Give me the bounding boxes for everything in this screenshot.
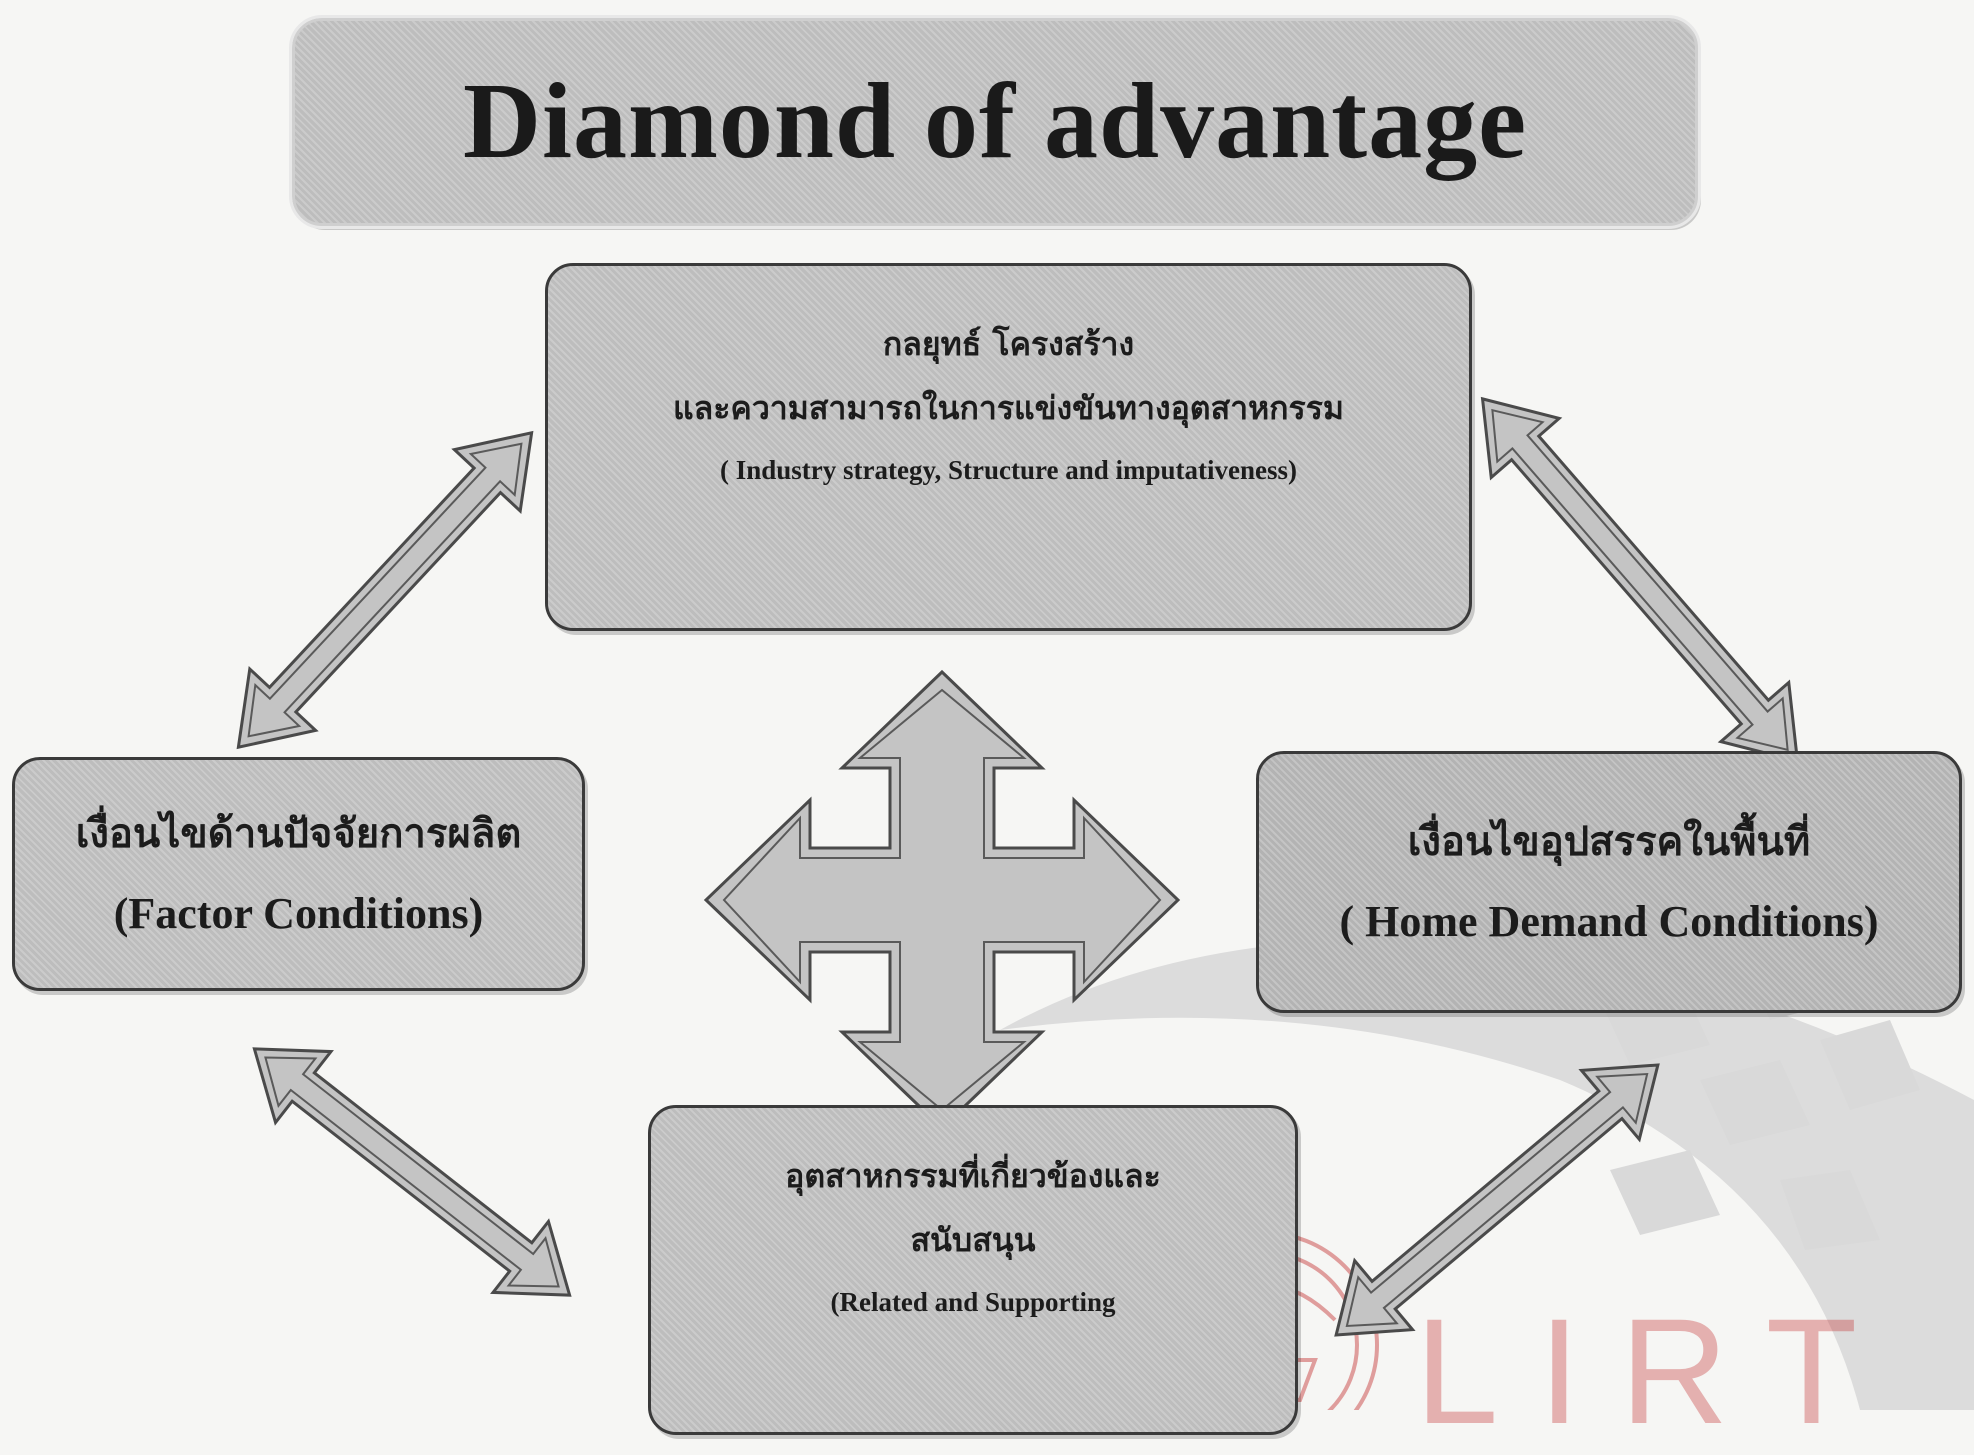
node-industry-strategy: กลยุทธ์ โครงสร้าง และความสามารถในการแข่ง… [545,263,1472,631]
arrow-top-left [236,430,534,750]
node-left-thai: เงื่อนไขด้านปัจจัยการผลิต [75,810,522,857]
arrow-top-right [1480,396,1800,764]
arrow-bottom-left [252,1047,572,1297]
node-bottom-english: (Related and Supporting [830,1287,1116,1317]
four-way-arrow-icon [703,669,1181,1131]
node-home-demand-conditions: เงื่อนไขอุปสรรคในพื้นที่ ( Home Demand C… [1256,751,1962,1013]
arrows-layer [236,396,1800,1337]
node-right-english: ( Home Demand Conditions) [1339,897,1879,946]
node-left-english: (Factor Conditions) [113,889,484,938]
node-top-thai-line2: และความสามารถในการแข่งขันทางอุตสาหกรรม [672,389,1344,427]
node-related-supporting: อุตสาหกรรมที่เกี่ยวข้องและ สนับสนุน (Rel… [648,1105,1298,1435]
node-factor-conditions: เงื่อนไขด้านปัจจัยการผลิต (Factor Condit… [12,757,585,991]
diagram-title: Diamond of advantage [289,15,1701,229]
node-right-thai: เงื่อนไขอุปสรรคในพื้นที่ [1407,818,1811,865]
node-top-thai-line1: กลยุทธ์ โครงสร้าง [882,325,1135,363]
node-bottom-thai-line1: อุตสาหกรรมที่เกี่ยวข้องและ [785,1157,1161,1195]
node-top-english: ( Industry strategy, Structure and imput… [719,455,1297,485]
watermark-logo-text: LIRT [1415,1287,1898,1455]
node-bottom-thai-line2: สนับสนุน [910,1221,1036,1259]
arrow-bottom-right [1334,1063,1660,1337]
